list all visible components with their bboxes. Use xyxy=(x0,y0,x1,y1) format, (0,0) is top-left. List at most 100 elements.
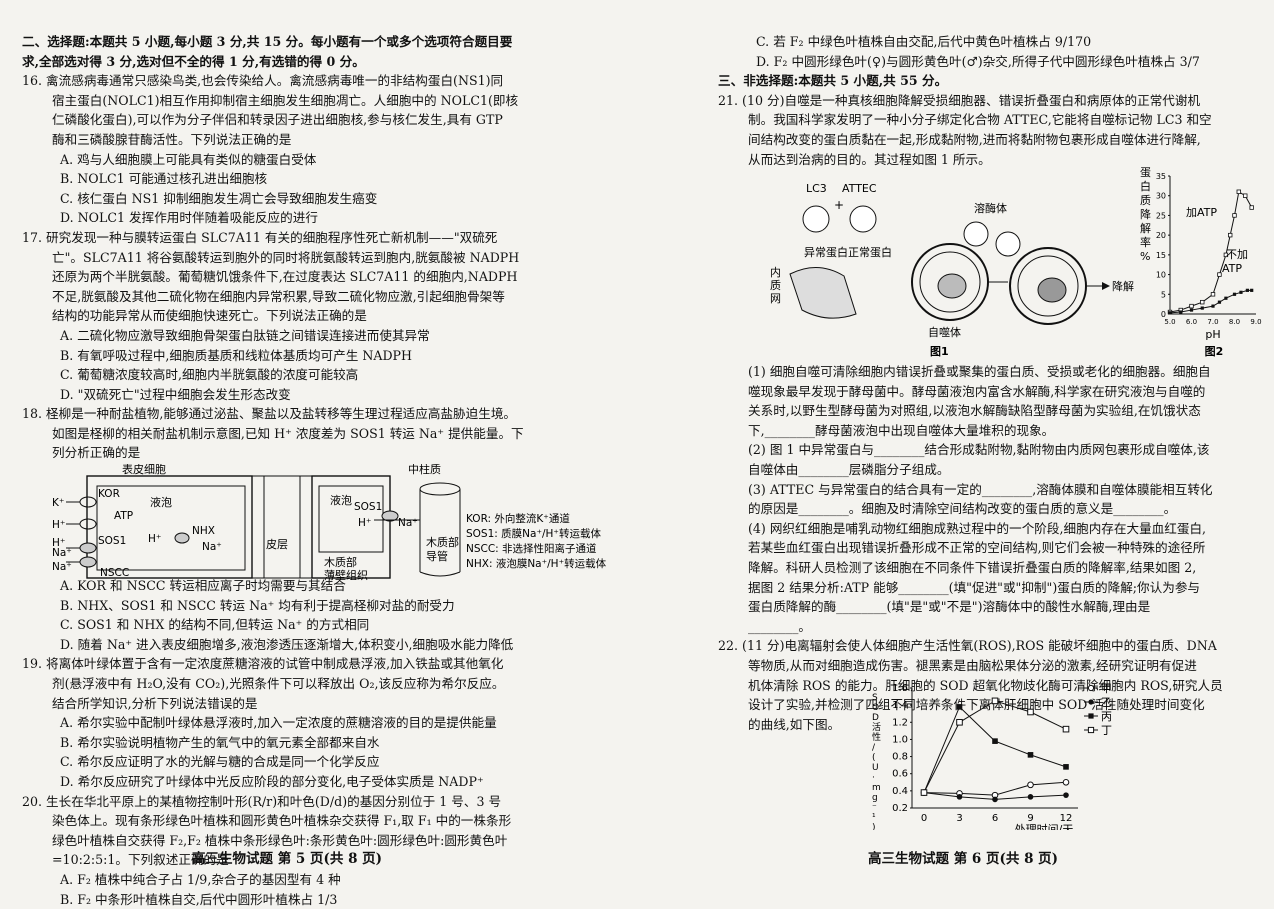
data-point xyxy=(1218,301,1221,304)
er-shape xyxy=(790,267,856,318)
y-axis-label-char: 率 xyxy=(1140,235,1151,249)
er-label-2: 质 xyxy=(770,279,781,292)
text-line: 间结构改变的蛋白质黏在一起,形成黏附物,进而将黏附物包裹形成自噬体进行降解, xyxy=(718,130,1212,150)
text-line: B. 有氧呼吸过程中,细胞质基质和线粒体基质均可产生 NADPH xyxy=(22,346,524,366)
h-ion-label-1: H⁺ xyxy=(52,519,65,531)
data-point xyxy=(992,698,998,704)
text-line: 21. (10 分)自噬是一种真核细胞降解受损细胞器、错误折叠蛋白和病原体的正常… xyxy=(718,91,1212,111)
y-axis-label-char: / xyxy=(872,743,876,753)
left-page-footer: 高三生物试题 第 5 页(共 8 页) xyxy=(192,850,382,870)
data-point xyxy=(921,790,927,796)
cortex-label: 皮层 xyxy=(266,538,288,551)
autophagy-diagram: LC3 ATTEC + 异常蛋白 正常蛋白 内 质 网 自噬体 溶酶体 降解 图… xyxy=(718,164,1138,360)
text-line: B. 希尔实验说明植物产生的氧气中的氧元素全部都来自水 xyxy=(22,733,513,753)
x-tick-label: 6.0 xyxy=(1186,318,1197,326)
series-label-atp: 加ATP xyxy=(1186,206,1217,219)
nhx-transporter-icon xyxy=(175,533,189,543)
nscc-channel-icon xyxy=(80,557,96,567)
legend-label: 甲 xyxy=(1101,682,1112,695)
y-tick-label: 1.0 xyxy=(892,734,908,745)
data-point xyxy=(1233,293,1236,296)
text-line: 制。我国科学家发明了一种小分子绑定化合物 ATTEC,它能将自噬标记物 LC3 … xyxy=(718,110,1212,130)
text-line: 19. 将离体叶绿体置于含有一定浓度蔗糖溶液的试管中制成悬浮液,加入铁盐或其他氧… xyxy=(22,654,513,674)
y-tick-label: 0.8 xyxy=(892,752,908,763)
figure-1-caption: 图1 xyxy=(930,345,949,358)
text-line: 据图 2 结果分析:ATP 能够________(填"促进"或"抑制")蛋白质的… xyxy=(718,578,1223,598)
data-point xyxy=(1233,214,1237,218)
data-point xyxy=(1190,308,1193,311)
vacuole-label-2: 液泡 xyxy=(330,493,352,507)
y-axis-label-char: 解 xyxy=(1140,221,1151,235)
data-point xyxy=(1028,782,1034,788)
x-tick-label: 8.0 xyxy=(1229,318,1240,326)
text-line: 列分析正确的是 xyxy=(22,443,524,463)
legend-marker xyxy=(1088,699,1093,704)
y-axis-label-char: 活 xyxy=(872,721,881,733)
legend-line-4: NHX: 液泡膜Na⁺/H⁺转运载体 xyxy=(466,557,607,570)
h-ion-label-3: H⁺ xyxy=(148,533,161,545)
data-point xyxy=(1168,311,1171,314)
text-line: B. NHX、SOS1 和 NSCC 转运 Na⁺ 均有利于提高柽柳对盐的耐受力 xyxy=(22,596,513,616)
na-ion-label-2: Na⁺ xyxy=(52,561,72,573)
xylem-parenchyma-label-1: 木质部 xyxy=(324,555,357,569)
er-label-3: 网 xyxy=(770,292,781,305)
data-point xyxy=(1243,194,1247,198)
k-ion-label: K⁺ xyxy=(52,497,64,509)
text-line: 17. 研究发现一种与膜转运蛋白 SLC7A11 有关的细胞程序性死亡新机制——… xyxy=(22,228,524,248)
y-axis-label-char: m xyxy=(872,783,881,793)
series-label-no-atp-2: ATP xyxy=(1222,262,1242,275)
text-line: (2) 图 1 中异常蛋白与________结合形成黏附物,黏附物由内质网包裹形… xyxy=(718,440,1223,460)
sos1-stele-label: SOS1 xyxy=(354,501,382,513)
x-tick-label: 3 xyxy=(956,813,962,824)
text-line: 关系时,以野生型酵母菌为对照组,以液泡水解酶缺陷型酵母菌为实验组,在饥饿状态 xyxy=(718,401,1223,421)
y-axis-label-char: ) xyxy=(872,823,876,830)
attec-label: ATTEC xyxy=(842,182,877,195)
plus-sign: + xyxy=(834,198,844,212)
vacuole-label-1: 液泡 xyxy=(150,495,172,509)
text-line: C. SOS1 和 NHX 的结构不同,但转运 Na⁺ 的方式相同 xyxy=(22,615,513,635)
legend-label: 丙 xyxy=(1101,710,1112,723)
salt-tolerance-diagram: 表皮细胞 中柱质 液泡 液泡 皮层 木质部 薄壁组织 木质部 导管 KOR AT… xyxy=(22,464,632,584)
data-point xyxy=(1211,305,1214,308)
text-line: 18. 柽柳是一种耐盐植物,能够通过泌盐、聚盐以及盐转移等生理过程适应高盐胁迫生… xyxy=(22,404,524,424)
y-axis-label-char: ¹ xyxy=(872,813,876,823)
text-line: 自噬体由________层磷脂分子组成。 xyxy=(718,460,1223,480)
text-line: 不足,胱氨酸及其他二硫化物在细胞内异常积累,导致二硫化物应激,引起细胞骨架等 xyxy=(22,287,524,307)
y-axis-label-char: 降 xyxy=(1140,207,1151,221)
legend-label: 乙 xyxy=(1101,696,1112,709)
lc3-label: LC3 xyxy=(806,182,827,195)
data-point xyxy=(1028,794,1034,800)
er-label-1: 内 xyxy=(770,265,781,279)
text-line: 酶和三磷酸腺苷酶活性。下列说法正确的是 xyxy=(22,130,524,150)
data-point xyxy=(1224,297,1227,300)
text-line: A. 鸡与人细胞膜上可能具有类似的糖蛋白受体 xyxy=(22,150,524,170)
text-line: 如图是柽柳的相关耐盐机制示意图,已知 H⁺ 浓度差为 SOS1 转运 Na⁺ 提… xyxy=(22,424,524,444)
text-line: D. "双硫死亡"过程中细胞会发生形态改变 xyxy=(22,385,524,405)
series-label-no-atp-1: 不加 xyxy=(1226,248,1248,261)
data-point xyxy=(1239,291,1242,294)
data-point xyxy=(1250,206,1254,210)
data-point xyxy=(992,738,998,744)
x-tick-label: 6 xyxy=(992,813,998,824)
data-point xyxy=(1200,300,1204,304)
text-line: C. 葡萄糖浓度较高时,细胞内半胱氨酸的浓度可能较高 xyxy=(22,365,524,385)
data-point xyxy=(1250,289,1253,292)
legend-line-3: NSCC: 非选择性阳离子通道 xyxy=(466,542,597,555)
left-text-top: 二、选择题:本题共 5 小题,每小题 3 分,共 15 分。每小题有一个或多个选… xyxy=(22,32,524,463)
text-line: 蛋白质降解的酶________(填"是"或"不是")溶酶体中的酸性水解酶,理由是 xyxy=(718,597,1223,617)
text-line: D. F₂ 中圆形绿色叶(♀)与圆形黄色叶(♂)杂交,所得子代中圆形绿色叶植株占… xyxy=(718,52,1212,72)
text-line: 等物质,从而对细胞造成伤害。褪黑素是由脑松果体分泌的激素,经研究证明有促进 xyxy=(718,656,1223,676)
y-tick-label: 1.2 xyxy=(892,717,908,728)
h-ion-label-4: H⁺ xyxy=(358,517,371,529)
legend-marker xyxy=(1088,713,1093,718)
right-text-bottom: (1) 细胞自噬可清除细胞内错误折叠或聚集的蛋白质、受损或老化的细胞器。细胞自噬… xyxy=(718,362,1223,734)
right-page-footer: 高三生物试题 第 6 页(共 8 页) xyxy=(868,850,1058,870)
text-line: 22. (11 分)电离辐射会使人体细胞产生活性氧(ROS),ROS 能破坏细胞… xyxy=(718,636,1223,656)
text-line: B. F₂ 中条形叶植株自交,后代中圆形叶植株占 1/3 xyxy=(22,890,513,909)
data-point xyxy=(1028,752,1034,758)
text-line: 三、非选择题:本题共 5 小题,共 55 分。 xyxy=(718,71,1212,91)
data-point xyxy=(1063,726,1069,732)
